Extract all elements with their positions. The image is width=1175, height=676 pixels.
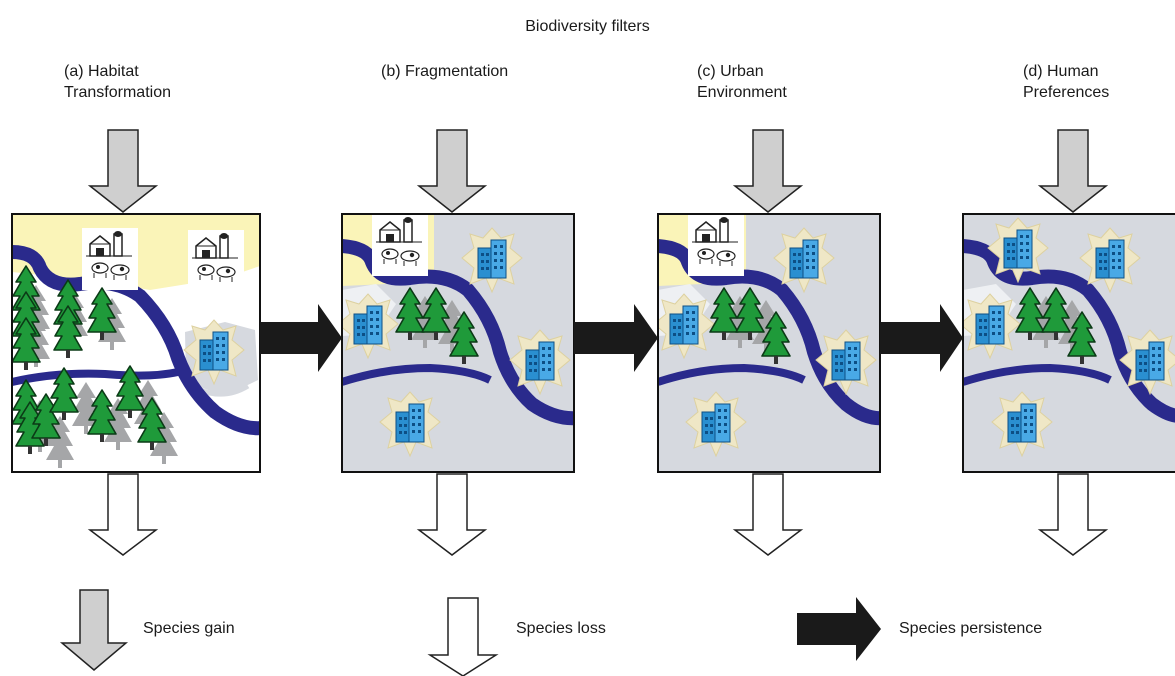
loss-arrow-b — [416, 473, 488, 556]
panel-b-landscape — [341, 213, 575, 473]
stage-d-label: (d) Human Preferences — [1023, 61, 1109, 103]
stage-c-label: (c) Urban Environment — [697, 61, 787, 103]
stage-a-label-line2: Transformation — [64, 84, 171, 101]
stage-d-label-line1: (d) Human — [1023, 63, 1099, 80]
legend-loss-arrow — [427, 597, 499, 676]
stage-a-label-line1: (a) Habitat — [64, 63, 139, 80]
persistence-arrow-ab — [260, 304, 342, 372]
panel-d-landscape — [962, 213, 1175, 473]
stage-c-label-line2: Environment — [697, 84, 787, 101]
legend-loss-label: Species loss — [516, 620, 606, 637]
stage-b-label-line1: (b) Fragmentation — [381, 63, 509, 80]
stage-b-label: (b) Fragmentation — [381, 61, 508, 82]
loss-arrow-a — [87, 473, 159, 556]
panel-a-landscape — [11, 213, 261, 473]
diagram-title: Biodiversity filters — [525, 18, 650, 35]
loss-arrow-d — [1037, 473, 1109, 556]
legend-persistence-arrow — [797, 597, 881, 661]
persistence-arrow-bc — [574, 304, 658, 372]
panel-c-landscape — [657, 213, 881, 473]
gain-arrow-a — [87, 129, 159, 213]
gain-arrow-b — [416, 129, 488, 213]
stage-a-label: (a) Habitat Transformation — [64, 61, 171, 103]
gain-arrow-c — [732, 129, 804, 213]
persistence-arrow-cd — [880, 304, 963, 372]
legend-gain-arrow — [59, 589, 129, 671]
legend-persistence-label: Species persistence — [899, 620, 1043, 637]
gain-arrow-d — [1037, 129, 1109, 213]
stage-d-label-line2: Preferences — [1023, 84, 1110, 101]
stage-c-label-line1: (c) Urban — [697, 63, 764, 80]
legend-gain-label: Species gain — [143, 620, 235, 637]
loss-arrow-c — [732, 473, 804, 556]
